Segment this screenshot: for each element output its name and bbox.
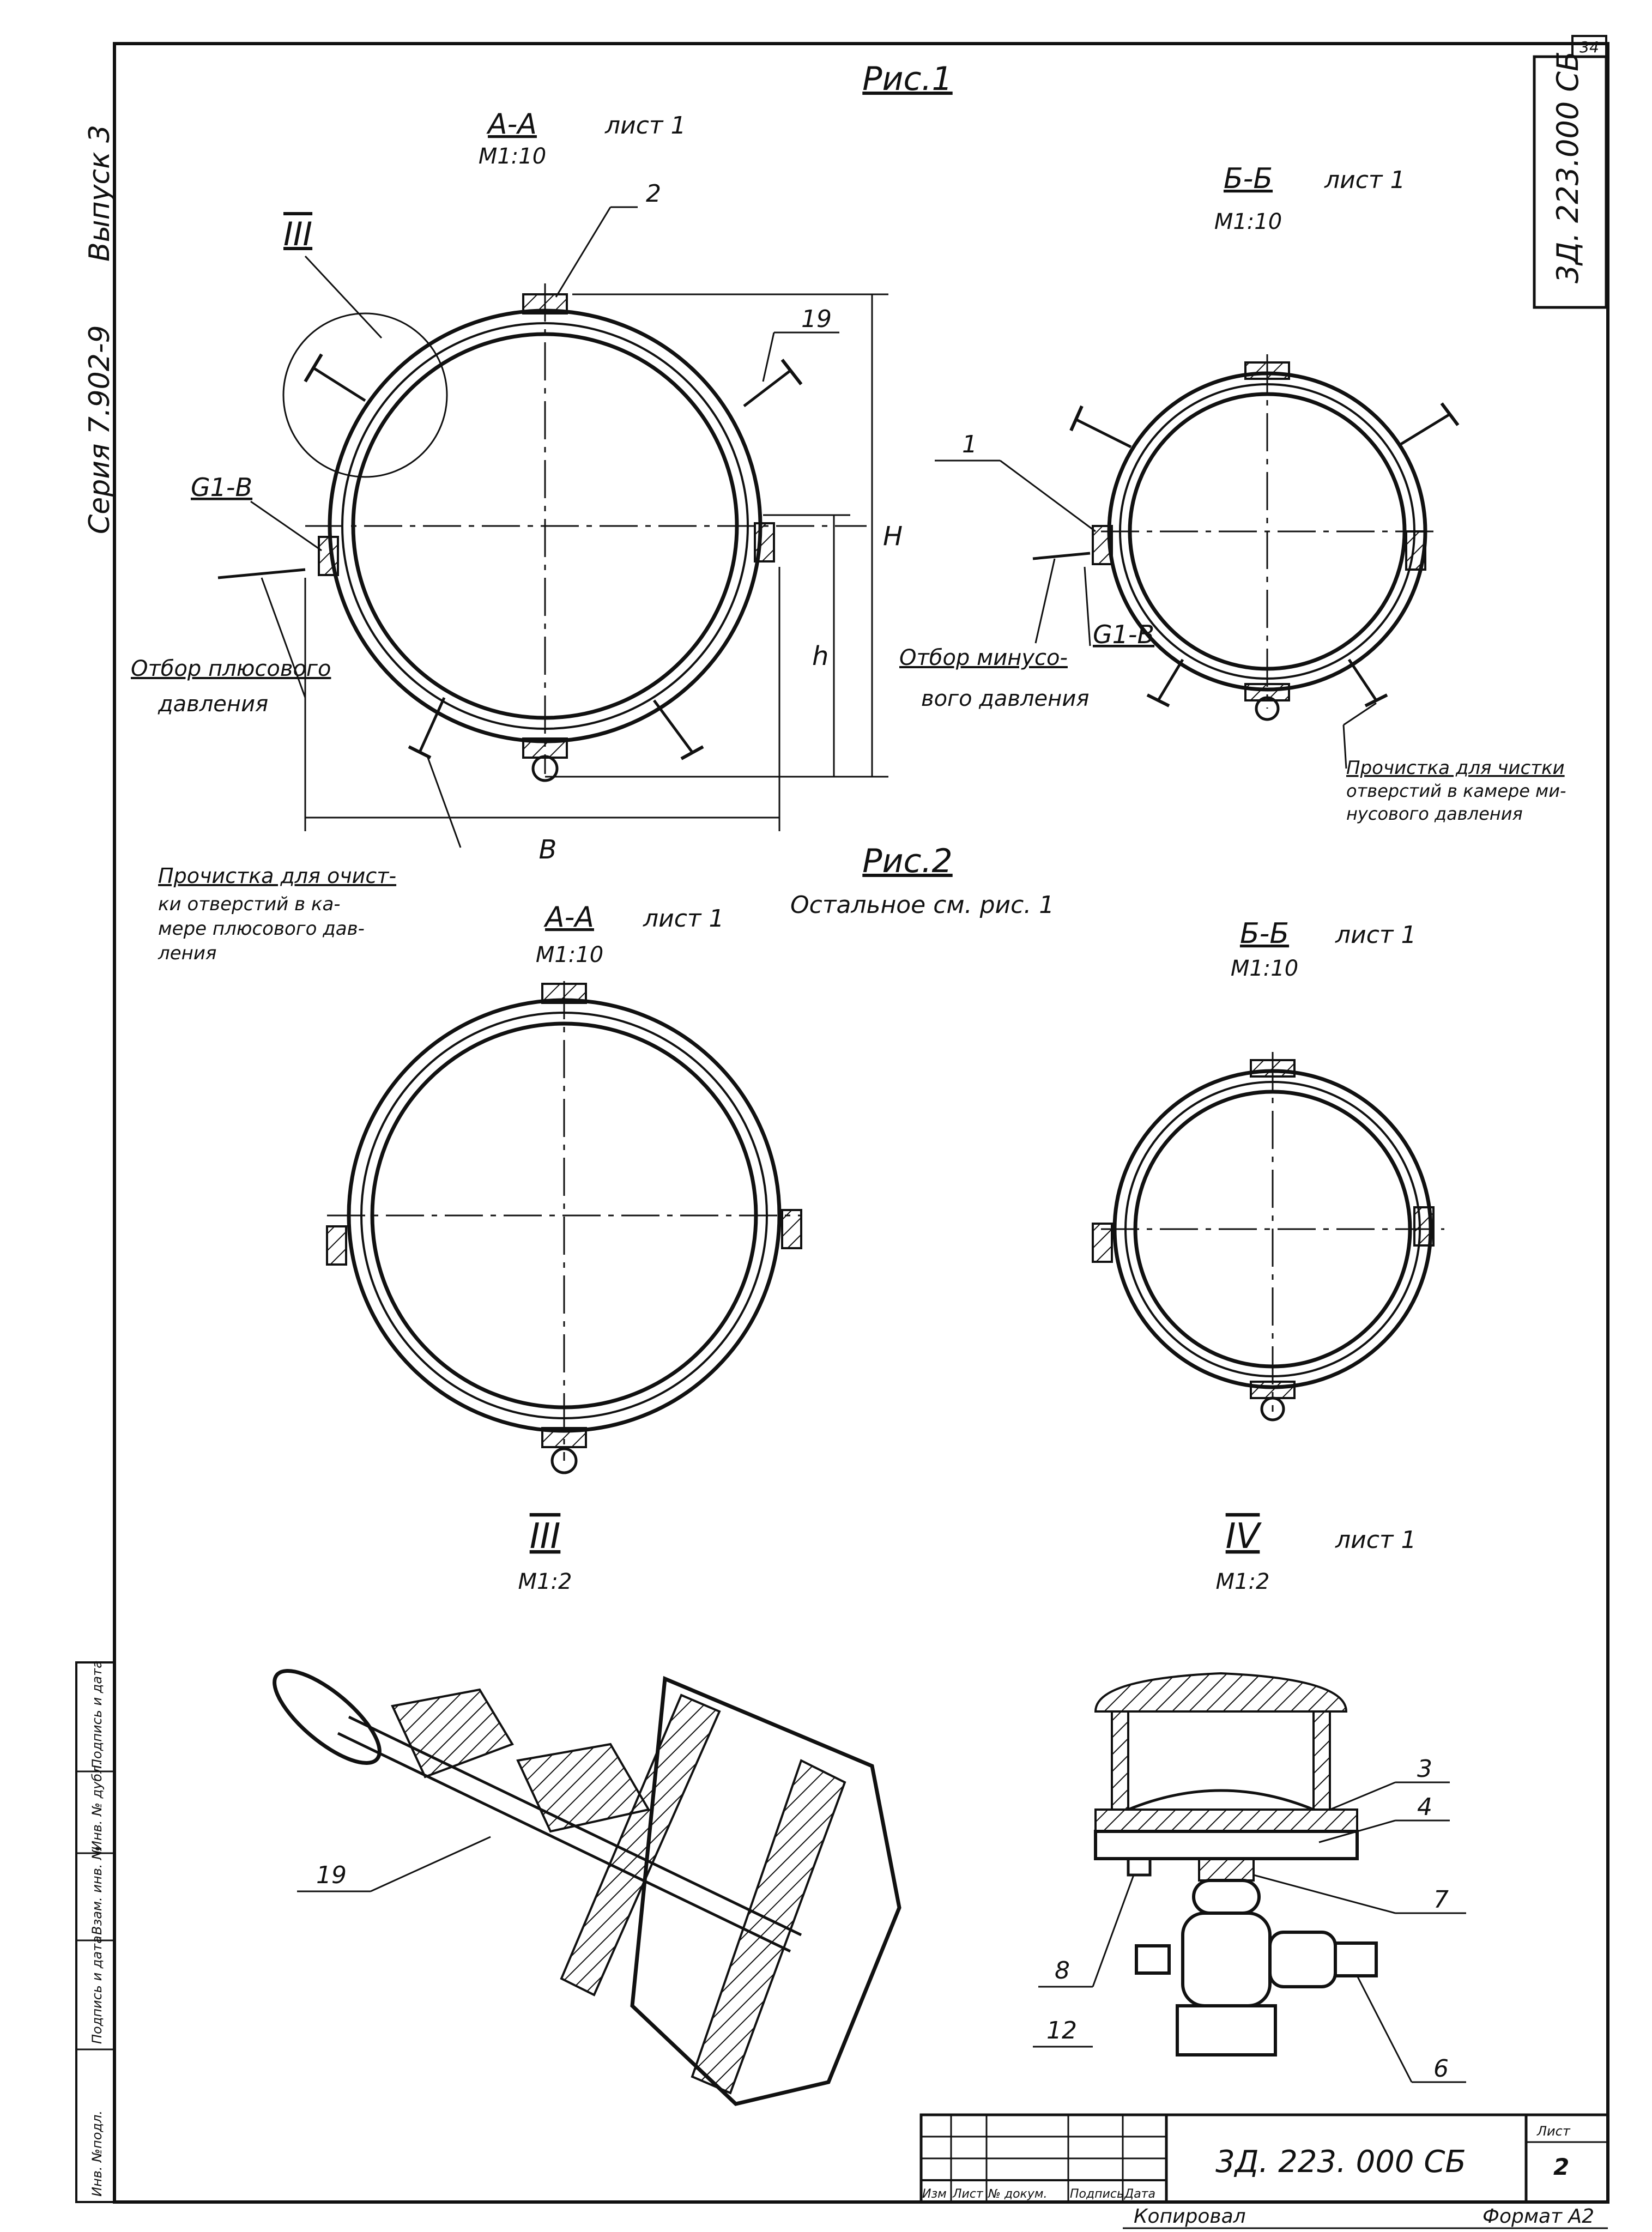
copied-by: Копировал [1134, 2205, 1246, 2228]
fig1-detail-callout: III [283, 215, 312, 253]
fig1-bb-sheet: лист 1 [1324, 166, 1406, 194]
rev-header-date: Дата [1124, 2187, 1155, 2201]
fig1-plus-tap-1: Отбор плюсового [131, 656, 331, 681]
fig1-dim-h: h [812, 641, 828, 672]
fig2-aa-title: А-А [543, 901, 594, 934]
detail4-scale: М1:2 [1216, 1569, 1270, 1594]
fig1-plus-cleaner-1: Прочистка для очист- [158, 864, 396, 888]
fig2-view-bb: Б-Б лист 1 М1:10 [1092, 917, 1444, 1422]
fig2-view-aa: А-А лист 1 М1:10 [326, 901, 802, 1474]
rev-header-izm: Изм [922, 2187, 947, 2201]
fig1-dim-H: H [883, 521, 903, 552]
fig1-minus-cleaner-2: отверстий в камере ми- [1346, 781, 1566, 801]
fig2-aa-scale: М1:10 [536, 942, 603, 967]
title-block: Изм Лист № докум. Подпись Дата 3Д. 223. … [919, 2113, 1609, 2229]
fig1-minus-tap-1: Отбор минусо- [899, 645, 1068, 670]
fig1-plus-tap-2: давления [158, 692, 268, 717]
sheet-number: 2 [1553, 2154, 1569, 2180]
fig1-minus-cleaner-1: Прочистка для чистки [1346, 757, 1565, 779]
left-strip-labels: Инв. №подл. Подпись и дата Взам. инв. № … [89, 1660, 105, 2197]
fig1-valve-right: G1-B [1093, 620, 1154, 649]
fig2-bb-title: Б-Б [1240, 917, 1289, 950]
fig1-minus-cleaner-3: нусового давления [1346, 803, 1523, 824]
fig1-view-bb: Б-Б лист 1 М1:10 1 Отбор минусо- вого да… [899, 162, 1566, 824]
detail3-title: III [530, 1516, 561, 1557]
detail-3: III М1:2 19 [273, 1516, 901, 2106]
series-label: Серия 7.902-9 [83, 325, 116, 534]
detail4-item-12: 12 [1046, 2017, 1077, 2045]
fig1-bb-scale: М1:10 [1214, 209, 1282, 234]
detail4-item-4: 4 [1417, 1793, 1432, 1821]
detail4-item-6: 6 [1433, 2055, 1449, 2083]
fig1-plus-cleaner-4: ления [158, 942, 216, 964]
detail4-title: IV [1226, 1516, 1262, 1557]
fig1-view-aa: А-А лист 1 М1:10 III 2 19 [131, 108, 903, 964]
fig2-bb-sheet: лист 1 [1335, 921, 1417, 949]
side-doc-code: 3Д. 223.000 СБ [1551, 51, 1585, 283]
detail3-scale: М1:2 [518, 1569, 572, 1594]
fig2-note: Остальное см. рис. 1 [790, 891, 1054, 919]
page-number: 34 [1580, 38, 1599, 56]
fig2-bb-scale: М1:10 [1231, 956, 1298, 981]
detail4-item-8: 8 [1055, 1957, 1070, 1985]
fig2-aa-sheet: лист 1 [643, 905, 724, 933]
fig1-title: Рис.1 [862, 60, 952, 98]
strip-label-sign-date-1: Подпись и дата [89, 1935, 105, 2044]
fig1-item-1: 1 [962, 431, 977, 458]
fig1-bb-title: Б-Б [1224, 162, 1273, 195]
rev-header-list: Лист [952, 2187, 984, 2201]
detail4-item-7: 7 [1433, 1886, 1449, 1914]
fig1-valve-left: G1-B [191, 473, 252, 502]
fig2-title: Рис.2 [862, 842, 952, 880]
fig1-aa-title: А-А [486, 108, 537, 141]
detail-4: IV лист 1 М1:2 3 4 7 8 12 6 [1033, 1516, 1466, 2083]
fig1-aa-sheet: лист 1 [604, 112, 686, 140]
fig1-aa-scale: М1:10 [479, 144, 546, 169]
format-label: Формат А2 [1482, 2205, 1594, 2228]
fig1-dim-B: B [539, 834, 557, 865]
fig1-item-19: 19 [801, 305, 832, 333]
strip-label-inv-dubl: Инв. № дубл. [89, 1761, 105, 1850]
detail4-sheet: лист 1 [1335, 1526, 1417, 1554]
fig1-plus-cleaner-2: ки отверстий в ка- [158, 893, 341, 915]
detail3-item-19: 19 [316, 1861, 347, 1889]
strip-label-vzam-inv: Взам. инв. № [89, 1846, 105, 1935]
fig1-minus-tap-2: вого давления [921, 686, 1089, 711]
issue-label: Выпуск 3 [83, 125, 116, 262]
strip-label-inv-podl: Инв. №подл. [89, 2110, 105, 2197]
sheet-label: Лист [1536, 2124, 1571, 2139]
fig1-item-2: 2 [646, 180, 661, 208]
detail4-item-3: 3 [1417, 1755, 1432, 1783]
rev-header-doc: № докум. [988, 2187, 1047, 2201]
fig1-plus-cleaner-3: мере плюсового дав- [158, 918, 365, 940]
title-doc-code: 3Д. 223. 000 СБ [1215, 2144, 1466, 2180]
strip-label-sign-date-2: Подпись и дата [89, 1660, 105, 1769]
rev-header-sign: Подпись [1070, 2187, 1124, 2201]
sheet-frame [75, 35, 1609, 2204]
